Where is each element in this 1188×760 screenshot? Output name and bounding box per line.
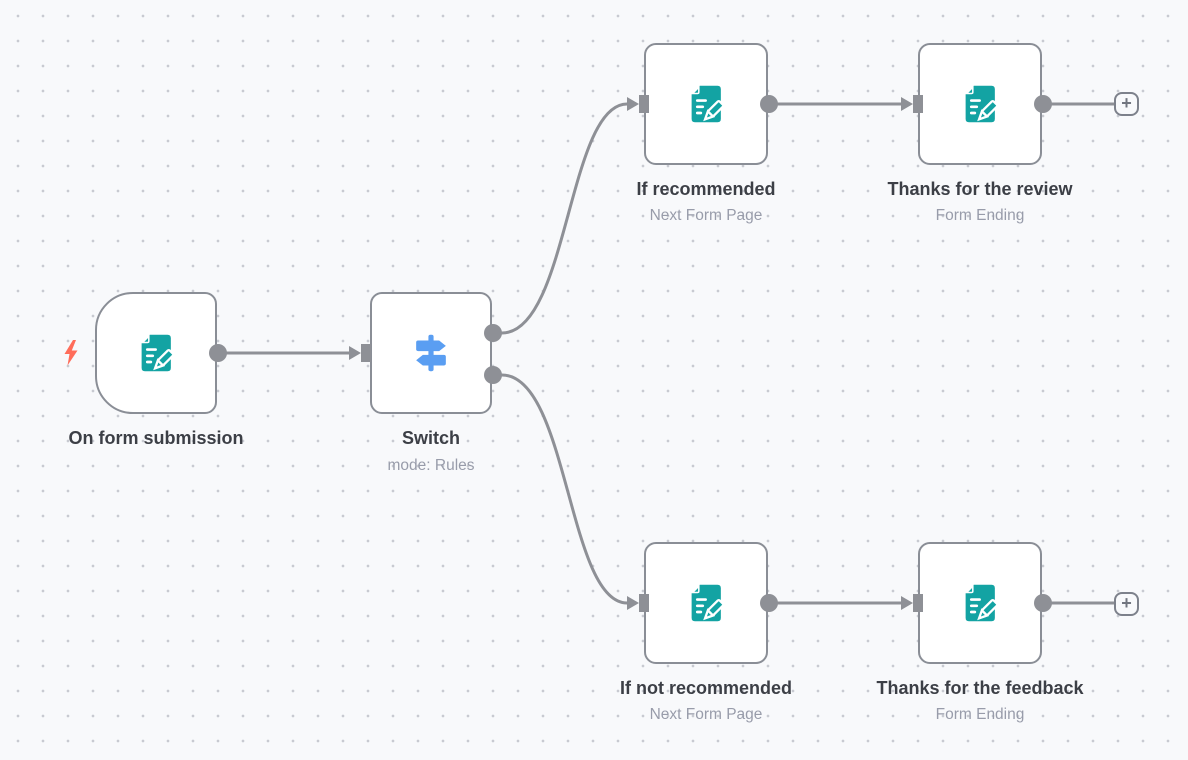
node-if-recommended[interactable]: [644, 43, 768, 165]
node-label-switch: Switch: [401, 428, 461, 448]
form-pencil-icon: [683, 81, 729, 127]
node-subtitle-thanks-for-the-feedback: Form Ending: [935, 706, 1025, 723]
form-pencil-icon: [957, 81, 1003, 127]
arrowhead-icon: [627, 596, 639, 610]
node-label-thanks-for-the-feedback: Thanks for the feedback: [876, 678, 1084, 698]
output-port-thanks-for-the-feedback[interactable]: [1034, 594, 1052, 612]
lightning-bolt-icon: [63, 339, 79, 367]
node-thanks-for-the-feedback[interactable]: [918, 542, 1042, 664]
node-thanks-for-the-review[interactable]: [918, 43, 1042, 165]
node-subtitle-if-not-recommended: Next Form Page: [649, 706, 763, 723]
connection-switch-to-if-recommended: [500, 102, 629, 335]
node-label-on-form-submission: On form submission: [68, 428, 244, 448]
node-subtitle-thanks-for-the-review: Form Ending: [935, 207, 1025, 224]
node-if-not-recommended[interactable]: [644, 542, 768, 664]
arrowhead-icon: [349, 346, 361, 360]
arrowhead-icon: [901, 596, 913, 610]
node-switch[interactable]: [370, 292, 492, 414]
add-node-button-bottom[interactable]: +: [1114, 592, 1139, 616]
arrowhead-icon: [627, 97, 639, 111]
node-label-if-not-recommended: If not recommended: [619, 678, 793, 698]
form-pencil-icon: [683, 580, 729, 626]
arrowhead-icon: [901, 97, 913, 111]
output-port-thanks-for-the-review[interactable]: [1034, 95, 1052, 113]
form-pencil-icon: [133, 330, 179, 376]
node-subtitle-switch: mode: Rules: [387, 457, 475, 474]
output-port-if-not-recommended[interactable]: [760, 594, 778, 612]
output-port-switch-1[interactable]: [484, 366, 502, 384]
node-label-thanks-for-the-review: Thanks for the review: [887, 179, 1073, 199]
output-port-switch-0[interactable]: [484, 324, 502, 342]
node-on-form-submission[interactable]: [95, 292, 217, 414]
output-port-on-form-submission[interactable]: [209, 344, 227, 362]
node-subtitle-if-recommended: Next Form Page: [649, 207, 763, 224]
add-node-button-top[interactable]: +: [1114, 92, 1139, 116]
signpost-icon: [408, 330, 454, 376]
connection-switch-to-if-not-recommended: [500, 373, 629, 605]
form-pencil-icon: [957, 580, 1003, 626]
node-label-if-recommended: If recommended: [636, 179, 776, 199]
output-port-if-recommended[interactable]: [760, 95, 778, 113]
